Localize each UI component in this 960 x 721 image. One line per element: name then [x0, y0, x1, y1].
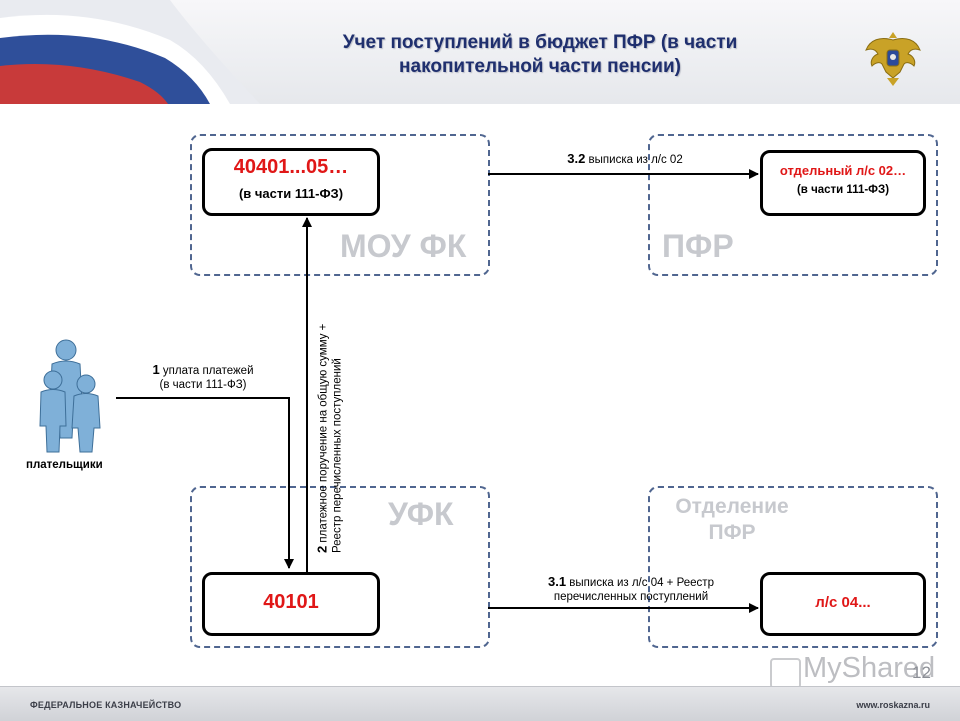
zone-ufk: [190, 486, 490, 648]
zone-label-pfr: ПФР: [662, 228, 734, 264]
title-line-1: Учет поступлений в бюджет ПФР (в части: [342, 32, 738, 53]
account-40101: 40101: [202, 572, 380, 636]
watermark-text: MyShared: [803, 652, 936, 684]
slide-title: Учет поступлений в бюджет ПФР (в части н…: [250, 31, 830, 79]
step-1-number: 1: [152, 362, 160, 377]
account-pfr-02-note: (в части 111-ФЗ): [796, 184, 890, 196]
step-3-1-text: выписка из л/с 04 + Реестр: [566, 577, 714, 589]
account-ls-04-number: л/с 04...: [815, 594, 871, 611]
slide-footer: ФЕДЕРАЛЬНОЕ КАЗНАЧЕЙСТВО www.roskazna.ru: [0, 686, 960, 721]
step-1-text: уплата платежей: [159, 365, 254, 377]
account-ls-04: л/с 04...: [760, 572, 926, 636]
footer-organization: ФЕДЕРАЛЬНОЕ КАЗНАЧЕЙСТВО: [30, 700, 182, 710]
account-40401-note: (в части 111-ФЗ): [238, 186, 344, 201]
otdelenie-line-1: Отделение: [675, 495, 789, 518]
watermark-logo-icon: [770, 658, 801, 689]
flow-label-step-2: 2 платежное поручение на общую сумму + Р…: [314, 283, 345, 553]
flow-label-step-1: 1 уплата платежей (в части 111-ФЗ): [138, 363, 268, 392]
step-2-number: 2: [314, 545, 330, 553]
zone-otdelenie-pfr: [648, 486, 938, 648]
account-40401-number: 40401...05…: [233, 156, 349, 178]
zone-mou-fk: [190, 134, 490, 276]
step-2-text: платежное поручение на общую сумму +: [317, 323, 330, 546]
zone-label-otdelenie: Отделение ПФР: [662, 494, 802, 546]
account-pfr-02-number: отдельный л/с 02…: [779, 163, 907, 178]
people-group-icon: [39, 339, 101, 453]
step-1-sub: (в части 111-ФЗ): [159, 379, 247, 391]
zone-label-mou-fk: МОУ ФК: [340, 228, 467, 264]
step-3-1-number: 3.1: [548, 574, 567, 589]
zone-pfr: [648, 134, 938, 276]
account-40101-number: 40101: [263, 591, 319, 613]
flow-label-step-3-2: 3.2 выписка из л/с 02: [530, 152, 720, 167]
step-3-2-number: 3.2: [567, 151, 586, 166]
title-line-2: накопительной части пенсии): [399, 56, 681, 77]
account-40401: 40401...05… (в части 111-ФЗ): [202, 148, 380, 216]
step-3-2-text: выписка из л/с 02: [585, 154, 683, 166]
arrow-step-1: [116, 397, 294, 569]
slide-header: Учет поступлений в бюджет ПФР (в части н…: [0, 0, 960, 104]
footer-website-link[interactable]: www.roskazna.ru: [856, 700, 930, 710]
step-2-sub: Реестр перечисленных поступлений: [331, 358, 344, 553]
russian-flag-banner: [0, 0, 260, 104]
step-3-1-sub: перечисленных поступлений: [553, 591, 709, 603]
payers-caption: плательщики: [26, 459, 103, 471]
account-pfr-02: отдельный л/с 02… (в части 111-ФЗ): [760, 150, 926, 216]
double-headed-eagle-icon: [865, 32, 921, 86]
otdelenie-line-2: ПФР: [708, 521, 756, 544]
page-number: 12: [912, 663, 931, 682]
flow-label-step-3-1: 3.1 выписка из л/с 04 + Реестр перечисле…: [506, 575, 756, 604]
zone-label-ufk: УФК: [388, 496, 454, 532]
